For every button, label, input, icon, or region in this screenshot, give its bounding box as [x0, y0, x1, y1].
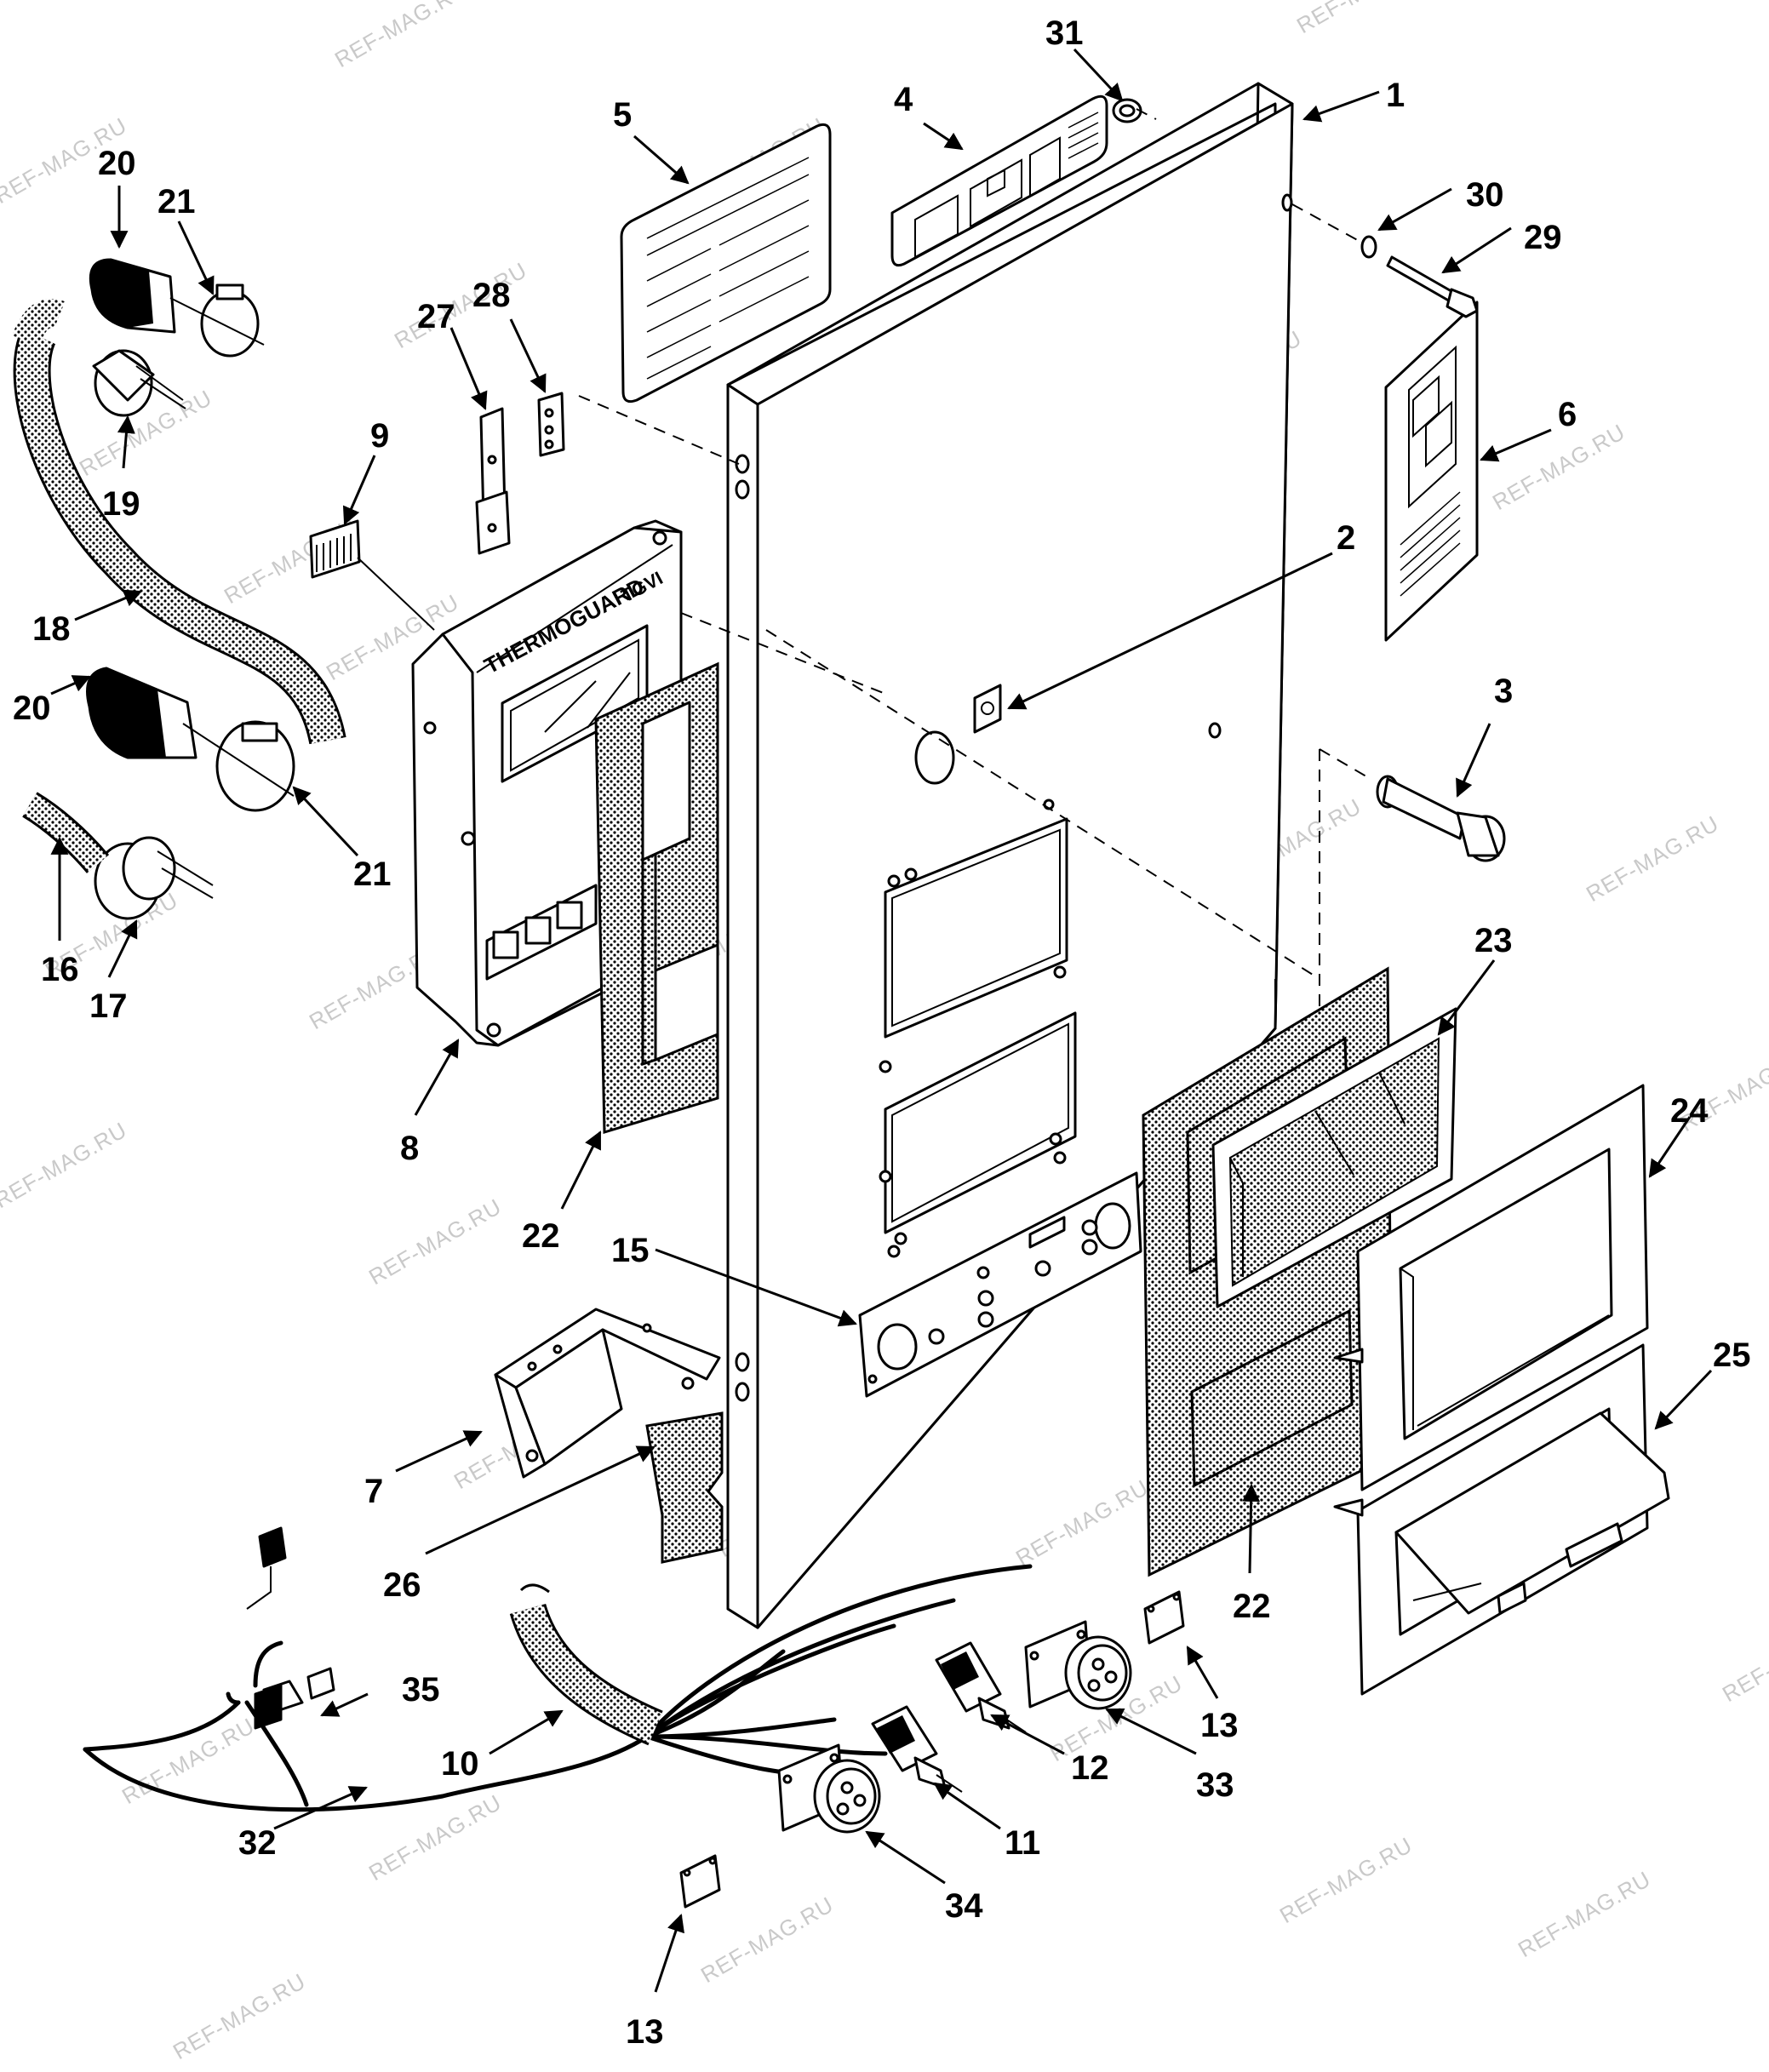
- callout-5: 5: [613, 96, 632, 134]
- washer-30: [1360, 235, 1377, 259]
- cap-20-lower: [86, 667, 198, 759]
- callout-31: 31: [1045, 14, 1084, 52]
- fuse-35: [306, 1667, 335, 1700]
- screw-29: [1386, 255, 1479, 318]
- callout-7: 7: [364, 1473, 383, 1510]
- callout-22: 22: [1233, 1588, 1271, 1625]
- watermark: REF-MAG.RU: [1292, 0, 1434, 38]
- fuse-holder-32: [254, 1680, 304, 1730]
- display-lens-23: [1211, 1007, 1457, 1308]
- callout-labels: 1 2 3 4 5 6 7 8 9 10 11 12 13 13 15 16 1…: [13, 14, 1751, 2051]
- hinged-cover-25: [1333, 1343, 1670, 1696]
- callout-28: 28: [472, 277, 511, 314]
- watermark: REF-MAG.RU: [696, 1892, 838, 1988]
- cover-plate-13-upper: [1143, 1590, 1185, 1645]
- watermark: REF-MAG.RU: [1275, 1832, 1417, 1928]
- callout-20: 20: [98, 145, 136, 182]
- fuse-connector-35: [246, 1526, 287, 1610]
- callout-35: 35: [402, 1671, 440, 1709]
- callout-16: 16: [41, 951, 79, 988]
- connector-17: [22, 792, 214, 920]
- callout-19: 19: [102, 485, 140, 523]
- callout-9: 9: [370, 417, 389, 455]
- watermark: REF-MAG.RU: [1718, 1611, 1769, 1707]
- callout-17: 17: [89, 987, 128, 1025]
- grommet-31: [1112, 98, 1142, 123]
- callout-21: 21: [353, 856, 392, 893]
- callout-8: 8: [400, 1130, 419, 1167]
- callout-6: 6: [1558, 396, 1577, 433]
- callout-22: 22: [522, 1217, 560, 1255]
- callout-18: 18: [32, 610, 71, 648]
- callout-13: 13: [1200, 1707, 1239, 1744]
- callout-11: 11: [1005, 1824, 1040, 1862]
- toggle-switch-12: [935, 1641, 1027, 1733]
- callout-29: 29: [1524, 219, 1562, 256]
- callout-15: 15: [611, 1232, 650, 1269]
- wiring-decal-6: [1384, 300, 1479, 642]
- gasket-26: [645, 1411, 724, 1564]
- receptacle-33: [1024, 1620, 1132, 1710]
- callout-30: 30: [1466, 176, 1504, 214]
- callout-21: 21: [157, 183, 196, 220]
- watermark: REF-MAG.RU: [0, 1117, 131, 1213]
- control-box-door: [726, 82, 1294, 1629]
- receptacle-34: [777, 1743, 881, 1834]
- callout-12: 12: [1071, 1749, 1109, 1787]
- callout-10: 10: [441, 1745, 479, 1783]
- mounting-bracket-7: [494, 1308, 721, 1479]
- gasket-22-left: [594, 661, 719, 1135]
- watermark: REF-MAG.RU: [1011, 1474, 1153, 1571]
- callout-20: 20: [13, 690, 51, 727]
- instruction-decal-5: [620, 123, 832, 404]
- callout-4: 4: [894, 81, 913, 118]
- small-decal-2: [973, 684, 1002, 734]
- display-decal-4: [890, 94, 1108, 267]
- toggle-switch-11: [871, 1705, 963, 1793]
- callout-25: 25: [1713, 1336, 1751, 1374]
- cover-plate-13-lower: [679, 1854, 721, 1909]
- ribbon-connector-9: [309, 519, 435, 631]
- callout-34: 34: [945, 1887, 983, 1925]
- watermark: REF-MAG.RU: [330, 0, 472, 72]
- callout-24: 24: [1670, 1092, 1709, 1130]
- watermark: REF-MAG.RU: [1514, 1866, 1655, 1962]
- watermark: REF-MAG.RU: [364, 1193, 506, 1290]
- terminal-27: [475, 407, 511, 555]
- harness-18: [12, 299, 346, 745]
- callout-23: 23: [1474, 922, 1513, 959]
- callout-33: 33: [1196, 1766, 1234, 1804]
- callout-26: 26: [383, 1566, 421, 1604]
- callout-32: 32: [238, 1824, 277, 1862]
- clamp-21-lower: [182, 720, 295, 812]
- thumbscrew-3: [1376, 775, 1506, 862]
- watermark: REF-MAG.RU: [169, 1968, 310, 2064]
- callout-13: 13: [626, 2013, 664, 2051]
- watermark: REF-MAG.RU: [1582, 810, 1723, 907]
- switch-plate-15: [858, 1171, 1142, 1398]
- watermark: REF-MAG.RU: [117, 1713, 259, 1809]
- callout-27: 27: [417, 298, 455, 335]
- bezel-frame-24: [1333, 1084, 1649, 1491]
- clamp-21-upper: [169, 283, 265, 358]
- callout-1: 1: [1386, 77, 1405, 114]
- callout-leaders: [50, 48, 1713, 1993]
- callout-2: 2: [1337, 519, 1355, 557]
- cap-20-upper: [89, 258, 176, 334]
- harness-sleeve-10: [509, 1583, 663, 1746]
- callout-3: 3: [1494, 673, 1513, 710]
- terminal-28: [537, 392, 565, 457]
